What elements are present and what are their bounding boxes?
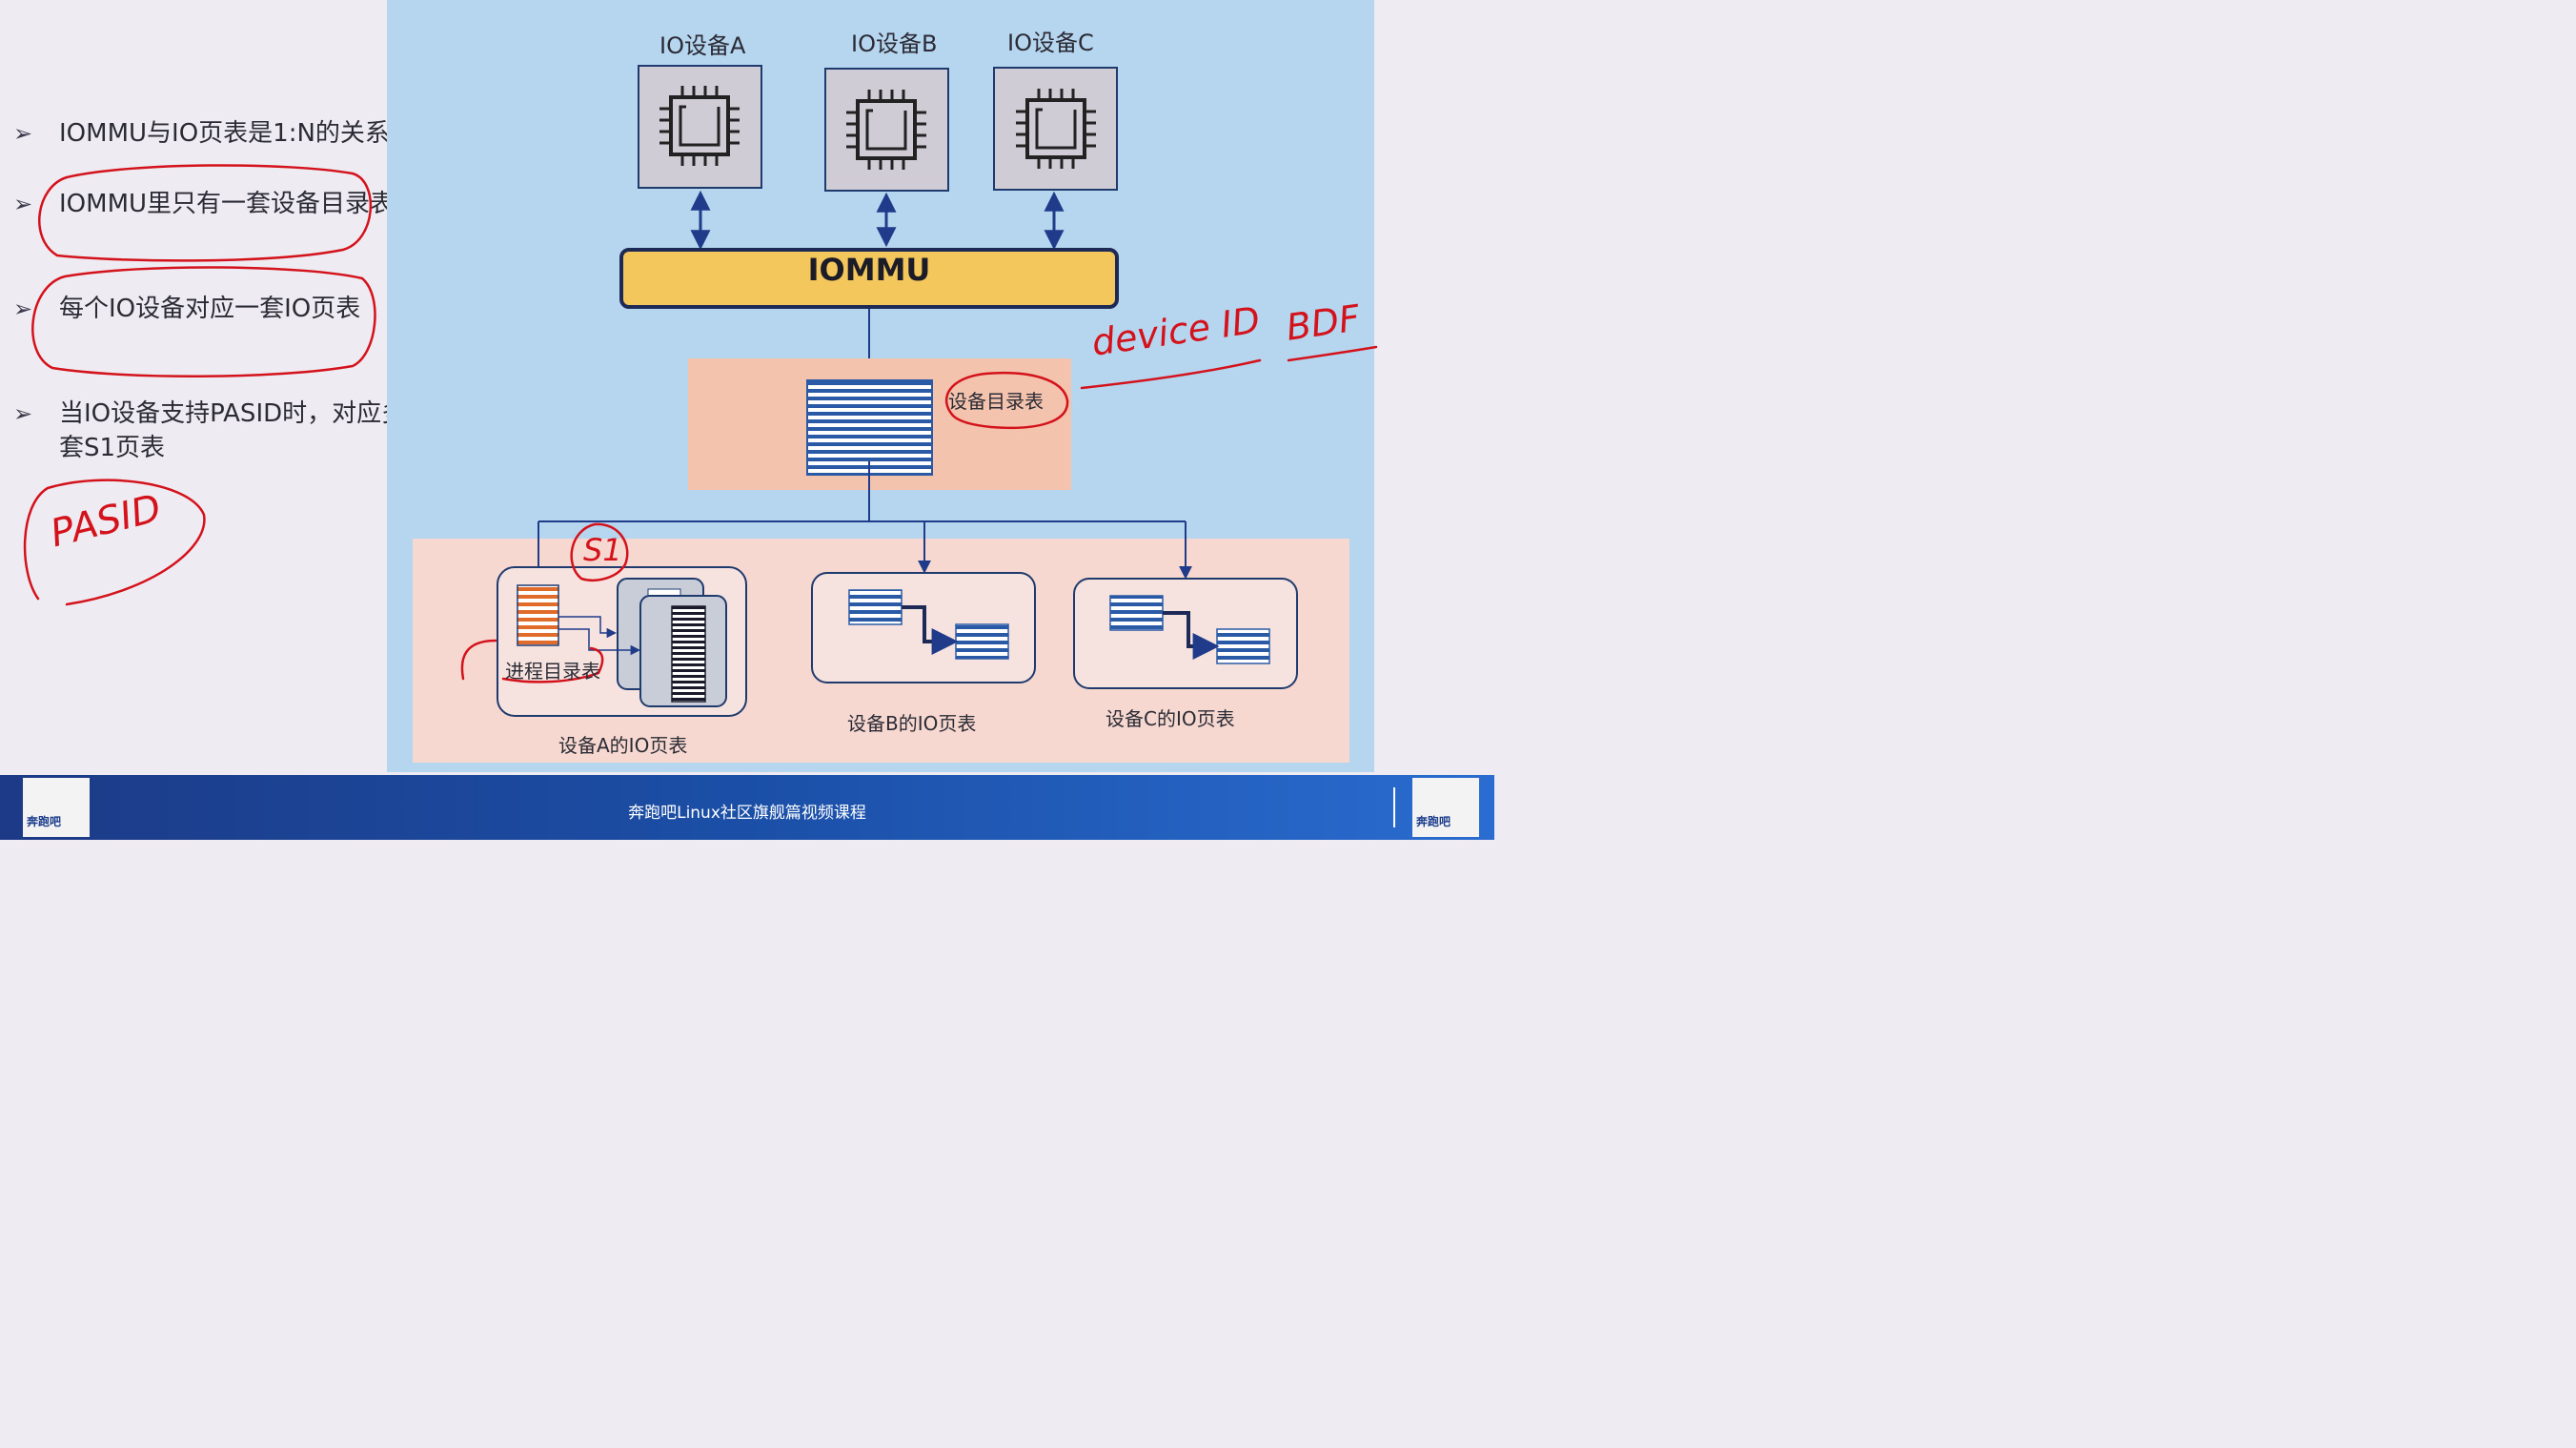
underline-process-directory — [460, 639, 604, 683]
arrow-bullet-icon: ➢ — [13, 296, 33, 322]
device-b-page-table-label: 设备B的IO页表 — [847, 712, 977, 735]
device-c-page-table-label: 设备C的IO页表 — [1105, 707, 1235, 730]
device-directory-label: 设备目录表 — [948, 390, 1044, 413]
device-a-label: IO设备A — [659, 32, 746, 59]
device-a-page-table-label: 设备A的IO页表 — [558, 734, 688, 757]
bullet-3-text: 每个IO设备对应一套IO页表 — [59, 295, 361, 323]
circle-annotation-pasid — [23, 479, 206, 606]
footer-divider — [1393, 787, 1395, 827]
device-c-box — [993, 67, 1118, 191]
bullet-4-text: 当IO设备支持PASID时，对应多套S1页表 — [59, 399, 407, 462]
bullet-2-text: IOMMU里只有一套设备目录表 — [59, 190, 396, 218]
bullet-1: ➢ IOMMU与IO页表是1:N的关系 — [13, 116, 426, 151]
bullet-2: ➢ IOMMU里只有一套设备目录表 — [13, 187, 426, 221]
bullet-1-text: IOMMU与IO页表是1:N的关系 — [59, 119, 390, 148]
chip-icon — [1016, 89, 1096, 169]
handwritten-annotations — [23, 164, 1378, 683]
device-directory-table — [806, 379, 933, 476]
bullet-3: ➢ 每个IO设备对应一套IO页表 — [13, 292, 426, 326]
device-a-box — [638, 65, 762, 189]
process-directory-label: 进程目录表 — [505, 660, 600, 683]
chip-icon — [846, 90, 926, 170]
chip-icon — [659, 86, 740, 166]
device-b-label: IO设备B — [851, 31, 938, 57]
device-b-box — [824, 68, 949, 192]
handwritten-s1: S1 — [583, 532, 622, 568]
circle-annotation-bullet-3 — [31, 266, 376, 377]
circle-annotation-s1 — [570, 522, 629, 581]
arrow-bullet-icon: ➢ — [13, 400, 33, 427]
iommu-box — [619, 248, 1119, 309]
footer-text: 奔跑吧Linux社区旗舰篇视频课程 — [628, 804, 866, 823]
footer-bar — [0, 775, 1494, 840]
device-iommu-arrows — [690, 190, 1065, 251]
logo-right-text: 奔跑吧 — [1416, 815, 1451, 828]
device-a-page-table — [497, 566, 747, 717]
arrow-bullet-icon: ➢ — [13, 120, 33, 147]
circle-annotation-device-directory — [944, 371, 1069, 430]
logo-right: 奔跑吧 — [1412, 778, 1479, 837]
logo-left-text: 奔跑吧 — [27, 815, 62, 828]
device-c-page-table — [1073, 578, 1298, 689]
circle-annotation-bullet-2 — [38, 164, 373, 262]
underline-device-id — [1080, 358, 1262, 390]
diagram-svg — [23, 65, 1378, 763]
logo-left: 奔跑吧 — [23, 778, 90, 837]
arrow-bullet-icon: ➢ — [13, 191, 33, 217]
device-b-page-table — [811, 572, 1036, 683]
device-c-label: IO设备C — [1007, 30, 1094, 56]
underline-bdf — [1287, 345, 1378, 362]
bullet-4: ➢ 当IO设备支持PASID时，对应多套S1页表 — [13, 397, 426, 465]
iommu-label: IOMMU — [807, 252, 931, 288]
